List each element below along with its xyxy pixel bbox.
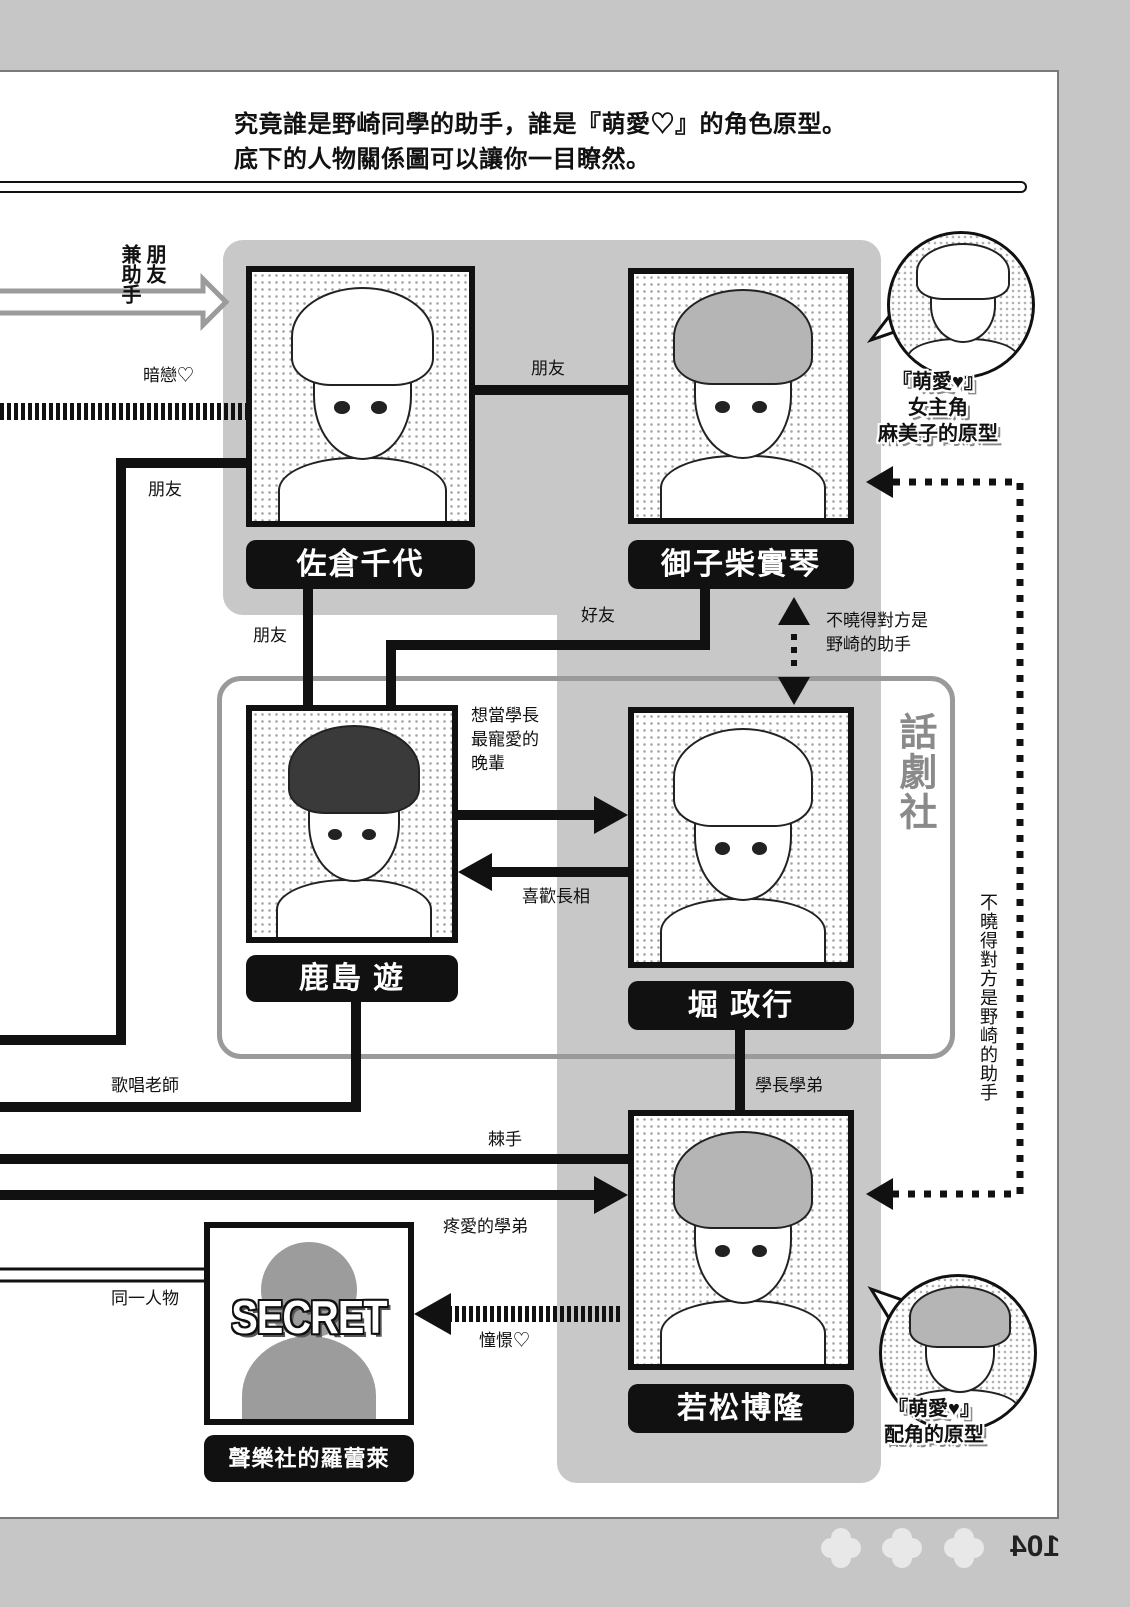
mikoshiba-name-plate: 御子柴實琴: [628, 540, 854, 589]
portrait-hair: [672, 288, 814, 386]
portrait-eye: [751, 1244, 767, 1258]
heroine-prototype-caption: 『萌愛♥』 女主角 麻美子的原型: [858, 369, 1018, 447]
kashima-portrait: [246, 705, 458, 943]
portrait-body: [278, 457, 447, 521]
secret-name-plate: 聲樂社的羅蕾萊: [204, 1435, 414, 1482]
portrait-eye: [334, 401, 350, 414]
clover-icon: [882, 1528, 922, 1568]
wakamatsu-name-plate: 若松博隆: [628, 1384, 854, 1433]
portrait-eye: [328, 828, 342, 840]
friend-assistant-label-1: 朋友: [143, 244, 165, 284]
kashima-name-plate: 鹿島 遊: [246, 955, 458, 1002]
wakamatsu-portrait: [628, 1110, 854, 1370]
kashima-to-hori-label-line-3: 晚輩: [471, 754, 505, 773]
sakura-name-plate: 佐倉千代: [246, 540, 475, 589]
portrait-eye: [751, 842, 767, 855]
singing-teacher-label: 歌唱老師: [111, 1076, 179, 1095]
hori-to-kashima-label: 喜歡長相: [522, 887, 590, 906]
heroine-prototype-bubble: [887, 231, 1035, 379]
portrait-hair: [909, 1286, 1011, 1348]
hori-portrait: [628, 707, 854, 968]
portrait-hair: [672, 1130, 814, 1230]
portrait-hair: [288, 724, 420, 815]
portrait-eye: [715, 1244, 731, 1258]
mikoshiba-hori-label: 不曉得對方是 野崎的助手: [826, 609, 928, 657]
hori-wakamatsu-label: 學長學弟: [755, 1076, 823, 1095]
secret-portrait: SECRET: [204, 1222, 414, 1425]
side-caption-line-1: 『萌愛♥』: [888, 1398, 980, 1420]
portrait-hair: [291, 286, 434, 386]
sakura-portrait: [246, 266, 475, 527]
portrait-body: [900, 1388, 1020, 1429]
header-line-2: 底下的人物關係圖可以讓你一目瞭然。: [234, 146, 651, 173]
portrait-body: [276, 878, 432, 937]
sakura-left-label: 朋友: [148, 480, 182, 499]
secret-badge: SECRET: [231, 1291, 387, 1343]
beloved-junior-label: 疼愛的學弟: [443, 1217, 528, 1236]
same-person-label: 同一人物: [111, 1289, 179, 1308]
portrait-hair: [915, 242, 1011, 301]
heroine-caption-line-1: 『萌愛♥』: [892, 371, 984, 393]
heroine-caption-line-2: 女主角: [908, 397, 968, 419]
dotted-loop-label: 不曉得對方是野崎的助手: [978, 893, 998, 1102]
sakura-mikoshiba-label: 朋友: [531, 359, 565, 378]
portrait-body: [659, 898, 827, 962]
mikoshiba-hori-label-line-2: 野崎的助手: [826, 635, 911, 654]
clover-icon: [821, 1528, 861, 1568]
mikoshiba-portrait: [628, 268, 854, 524]
kashima-to-hori-label-line-1: 想當學長: [471, 706, 539, 725]
hori-name-plate: 堀 政行: [628, 981, 854, 1030]
clover-icon: [944, 1528, 984, 1568]
portrait-eye: [715, 400, 731, 414]
side-caption-line-2: 配角的原型: [884, 1424, 984, 1446]
drama-club-label: 話劇社: [893, 712, 935, 832]
side-character-prototype-bubble: [879, 1274, 1037, 1432]
portrait-body: [659, 455, 827, 518]
header-line-1: 究竟誰是野崎同學的助手，誰是『萌愛♡』的角色原型。: [234, 111, 847, 138]
portrait-eye: [715, 842, 731, 855]
portrait-eye: [371, 401, 387, 414]
sakura-kashima-label: 朋友: [253, 626, 287, 645]
mikoshiba-kashima-label: 好友: [581, 606, 615, 625]
heroine-caption-line-3: 麻美子的原型: [878, 423, 998, 445]
side-character-prototype-caption: 『萌愛♥』 配角的原型: [860, 1396, 1008, 1448]
page-number: 104: [1010, 1530, 1061, 1563]
silhouette-head: [261, 1242, 357, 1338]
kashima-to-hori-label-line-2: 最寵愛的: [471, 730, 539, 749]
portrait-body: [659, 1300, 827, 1364]
portrait-eye: [751, 400, 767, 414]
crush-label: 暗戀♡: [143, 366, 194, 385]
friend-assistant-label-2: 兼助手: [118, 244, 140, 304]
silhouette-body: [242, 1336, 376, 1419]
mikoshiba-hori-label-line-1: 不曉得對方是: [826, 611, 928, 630]
portrait-hair: [672, 727, 814, 827]
kashima-to-hori-label: 想當學長 最寵愛的 晚輩: [471, 704, 539, 776]
header-divider: [0, 181, 1027, 193]
portrait-eye: [362, 828, 376, 840]
troublesome-label: 棘手: [488, 1130, 522, 1149]
admiration-label: 憧憬♡: [479, 1331, 530, 1350]
